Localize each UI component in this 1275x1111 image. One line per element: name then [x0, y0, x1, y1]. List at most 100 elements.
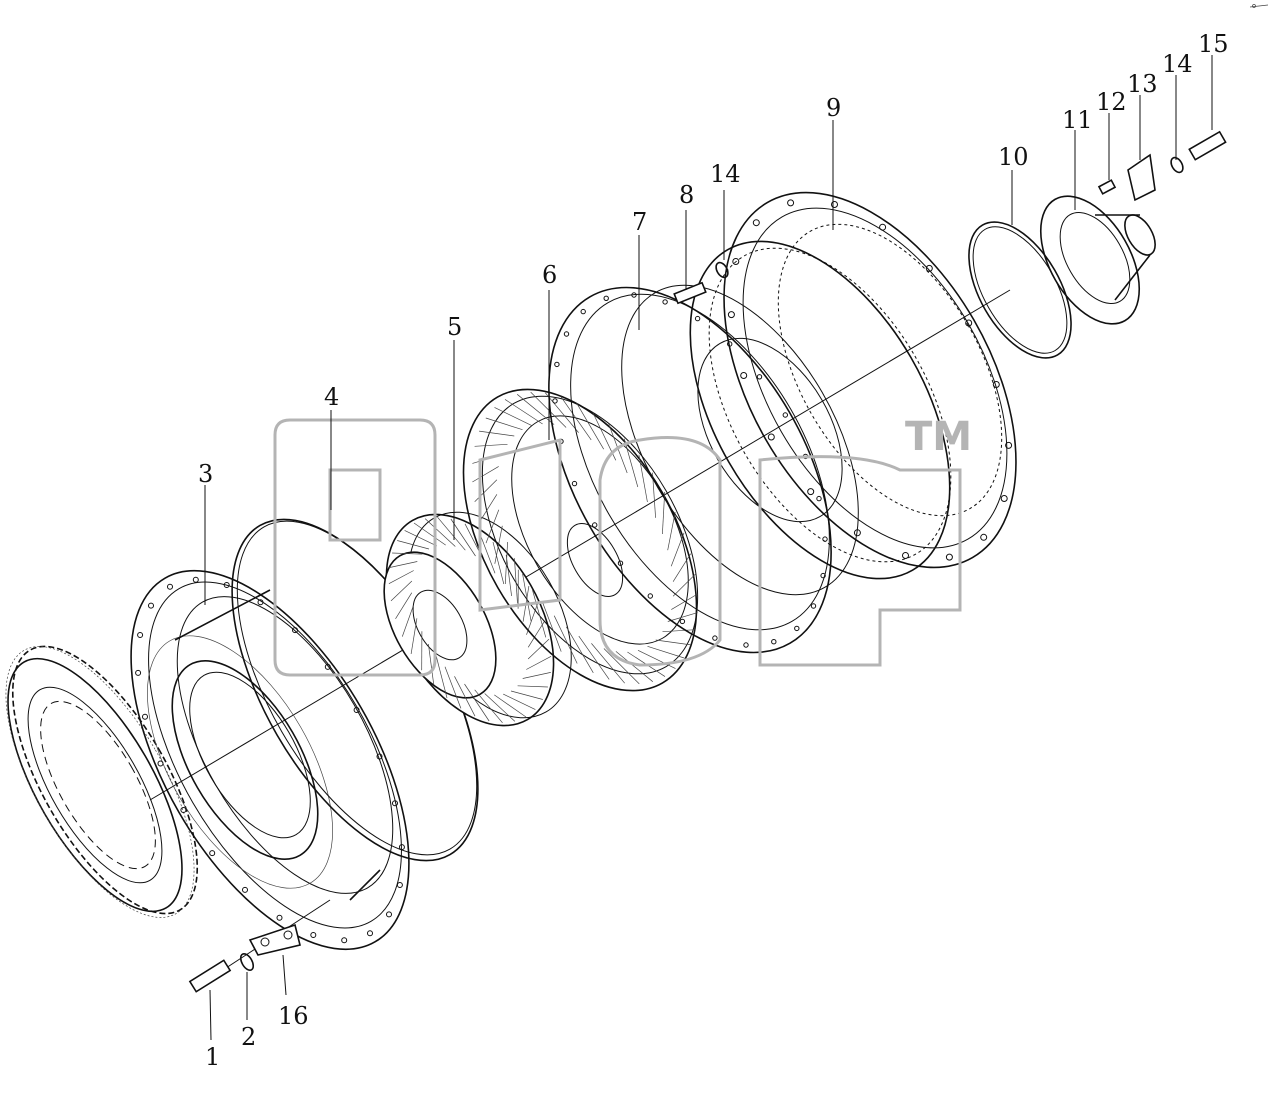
blade-line: [454, 676, 476, 717]
blade-line: [542, 602, 562, 652]
bolt-hole: [631, 292, 637, 298]
bolt-hole: [192, 576, 199, 583]
part-gasket: [968, 221, 1072, 359]
callout-3: 3: [198, 460, 213, 488]
blade-line: [397, 540, 430, 550]
bolt-hole: [324, 663, 331, 670]
bolt-hole: [580, 308, 586, 315]
bolt-hole: [853, 529, 861, 537]
bolt-hole: [794, 625, 800, 632]
bolt-hole: [396, 882, 403, 888]
callout-10: 10: [998, 143, 1029, 171]
bolt-hole: [902, 552, 909, 559]
blade-line: [527, 638, 550, 660]
blade-line: [560, 396, 592, 441]
blade-line: [672, 573, 696, 597]
callout-9: 9: [826, 94, 841, 122]
part-turbine-wheel: [383, 511, 572, 727]
blade-line: [505, 554, 512, 597]
bolt-hole: [816, 495, 822, 502]
blade-line: [437, 516, 466, 551]
blade-line: [667, 612, 698, 622]
bolt-hole: [209, 850, 216, 857]
callout-11: 11: [1062, 106, 1093, 134]
blade-line: [510, 690, 543, 700]
blade-line: [492, 542, 505, 585]
blade-line: [553, 615, 578, 664]
assembly-axis-line: [149, 289, 1011, 801]
bolt-hole: [965, 319, 973, 327]
blade-line: [472, 466, 499, 483]
blade-line: [591, 643, 625, 684]
blade-line: [638, 454, 648, 503]
bolt-hole: [571, 480, 578, 487]
bolt-hole: [148, 602, 154, 609]
blade-line: [576, 403, 605, 450]
callout-leaders: [204, 55, 1213, 1041]
callout-15: 15: [1198, 30, 1229, 58]
part-bolt-1: [188, 959, 232, 993]
part-cover: [548, 284, 859, 654]
blade-line: [672, 553, 691, 582]
callout-7: 7: [632, 208, 647, 236]
blade-line: [667, 512, 676, 551]
bolt-hole: [592, 522, 598, 528]
blade-line: [464, 683, 490, 722]
bolt-hole: [771, 639, 777, 645]
bolt-hole: [756, 374, 763, 380]
blade-line: [662, 629, 696, 633]
blade-line: [484, 693, 516, 722]
bolt-hole: [137, 632, 144, 638]
callout-12: 12: [1096, 88, 1127, 116]
blade-line: [494, 407, 533, 427]
blade-line: [479, 494, 498, 523]
bolt-hole: [386, 911, 392, 918]
bolt-hole: [879, 223, 887, 231]
blade-line: [522, 573, 532, 622]
bolt-hole: [925, 264, 933, 272]
blade-line: [503, 693, 536, 710]
blade-line: [479, 430, 515, 437]
part-output-flange: [1039, 195, 1156, 325]
bolt-hole: [712, 635, 718, 641]
blade-line: [474, 443, 508, 447]
blade-line: [390, 580, 413, 602]
bolt-hole: [752, 219, 760, 227]
bolt-hole: [376, 753, 383, 760]
part-ring-gear-housing: [689, 191, 1017, 580]
blade-line: [435, 655, 448, 698]
blade-line: [565, 626, 594, 673]
callout-14b: 14: [1162, 50, 1193, 78]
trademark-mark: TM: [905, 414, 972, 460]
bolt-hole: [679, 618, 686, 625]
bolt-hole: [223, 582, 230, 588]
part-toothed-ring: [5, 645, 199, 918]
part-bolt-15: [1188, 130, 1227, 161]
callout-8: 8: [679, 181, 694, 209]
bolt-hole: [257, 599, 264, 606]
bolt-hole: [142, 713, 148, 720]
blade-line: [637, 649, 676, 669]
part-lock-plate-16: [248, 923, 301, 956]
blade-line: [485, 509, 500, 544]
bolt-hole: [341, 937, 348, 944]
blade-line: [395, 592, 413, 619]
blade-line: [504, 541, 508, 585]
blade-line: [504, 399, 543, 425]
callout-6: 6: [542, 261, 557, 289]
blade-line: [474, 479, 498, 503]
blade-line: [526, 655, 552, 670]
bolt-hole: [992, 381, 1000, 388]
bolt-hole: [603, 295, 609, 301]
part-pin-12: [1097, 179, 1117, 195]
bolt-hole: [157, 760, 164, 767]
blade-line: [392, 552, 423, 555]
blade-line: [527, 621, 545, 648]
bolt-hole: [740, 372, 748, 379]
callout-13: 13: [1127, 70, 1158, 98]
part-washer-14b: [1170, 156, 1184, 174]
blade-line: [494, 525, 503, 564]
bolt-hole: [732, 258, 740, 265]
bolt-hole: [1000, 495, 1008, 502]
